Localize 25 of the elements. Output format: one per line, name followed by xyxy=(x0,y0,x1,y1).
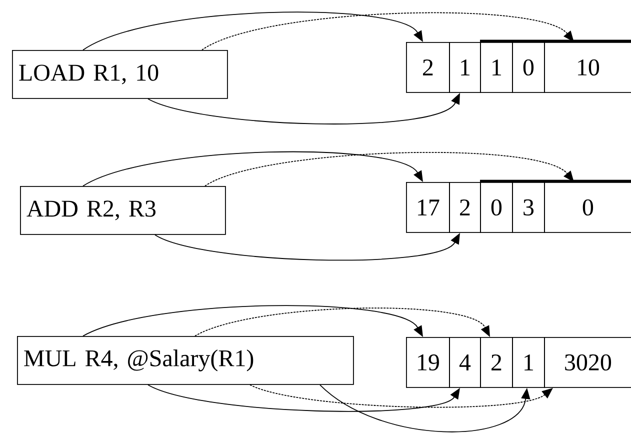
field-cell: 0 xyxy=(480,182,513,233)
field-cell: 0 xyxy=(512,42,545,93)
arrow xyxy=(250,384,553,408)
arrow xyxy=(148,384,460,412)
field-cell: 2 xyxy=(406,42,450,93)
field-cell: 0 xyxy=(544,182,631,233)
field-cell: 10 xyxy=(544,42,631,93)
field-cell: 1 xyxy=(512,337,545,388)
field-cell: 2 xyxy=(480,337,513,388)
instruction-box: LOAD R1, 10 xyxy=(12,50,228,99)
field-cell: 4 xyxy=(449,337,481,388)
instruction-box: ADD R2, R3 xyxy=(20,186,226,235)
field-cell: 2 xyxy=(449,182,481,233)
field-cell: 3020 xyxy=(544,337,631,388)
arrow xyxy=(320,384,530,432)
arrow xyxy=(202,12,574,50)
field-cell: 1 xyxy=(449,42,481,93)
field-cell: 17 xyxy=(406,182,450,233)
arrow xyxy=(204,152,574,186)
field-cell: 19 xyxy=(406,337,450,388)
arrow xyxy=(82,12,423,50)
field-cell: 1 xyxy=(480,42,513,93)
instruction-box: MUL R4, @Salary(R1) xyxy=(17,336,354,385)
arrow xyxy=(82,151,423,186)
field-cell: 3 xyxy=(512,182,545,233)
